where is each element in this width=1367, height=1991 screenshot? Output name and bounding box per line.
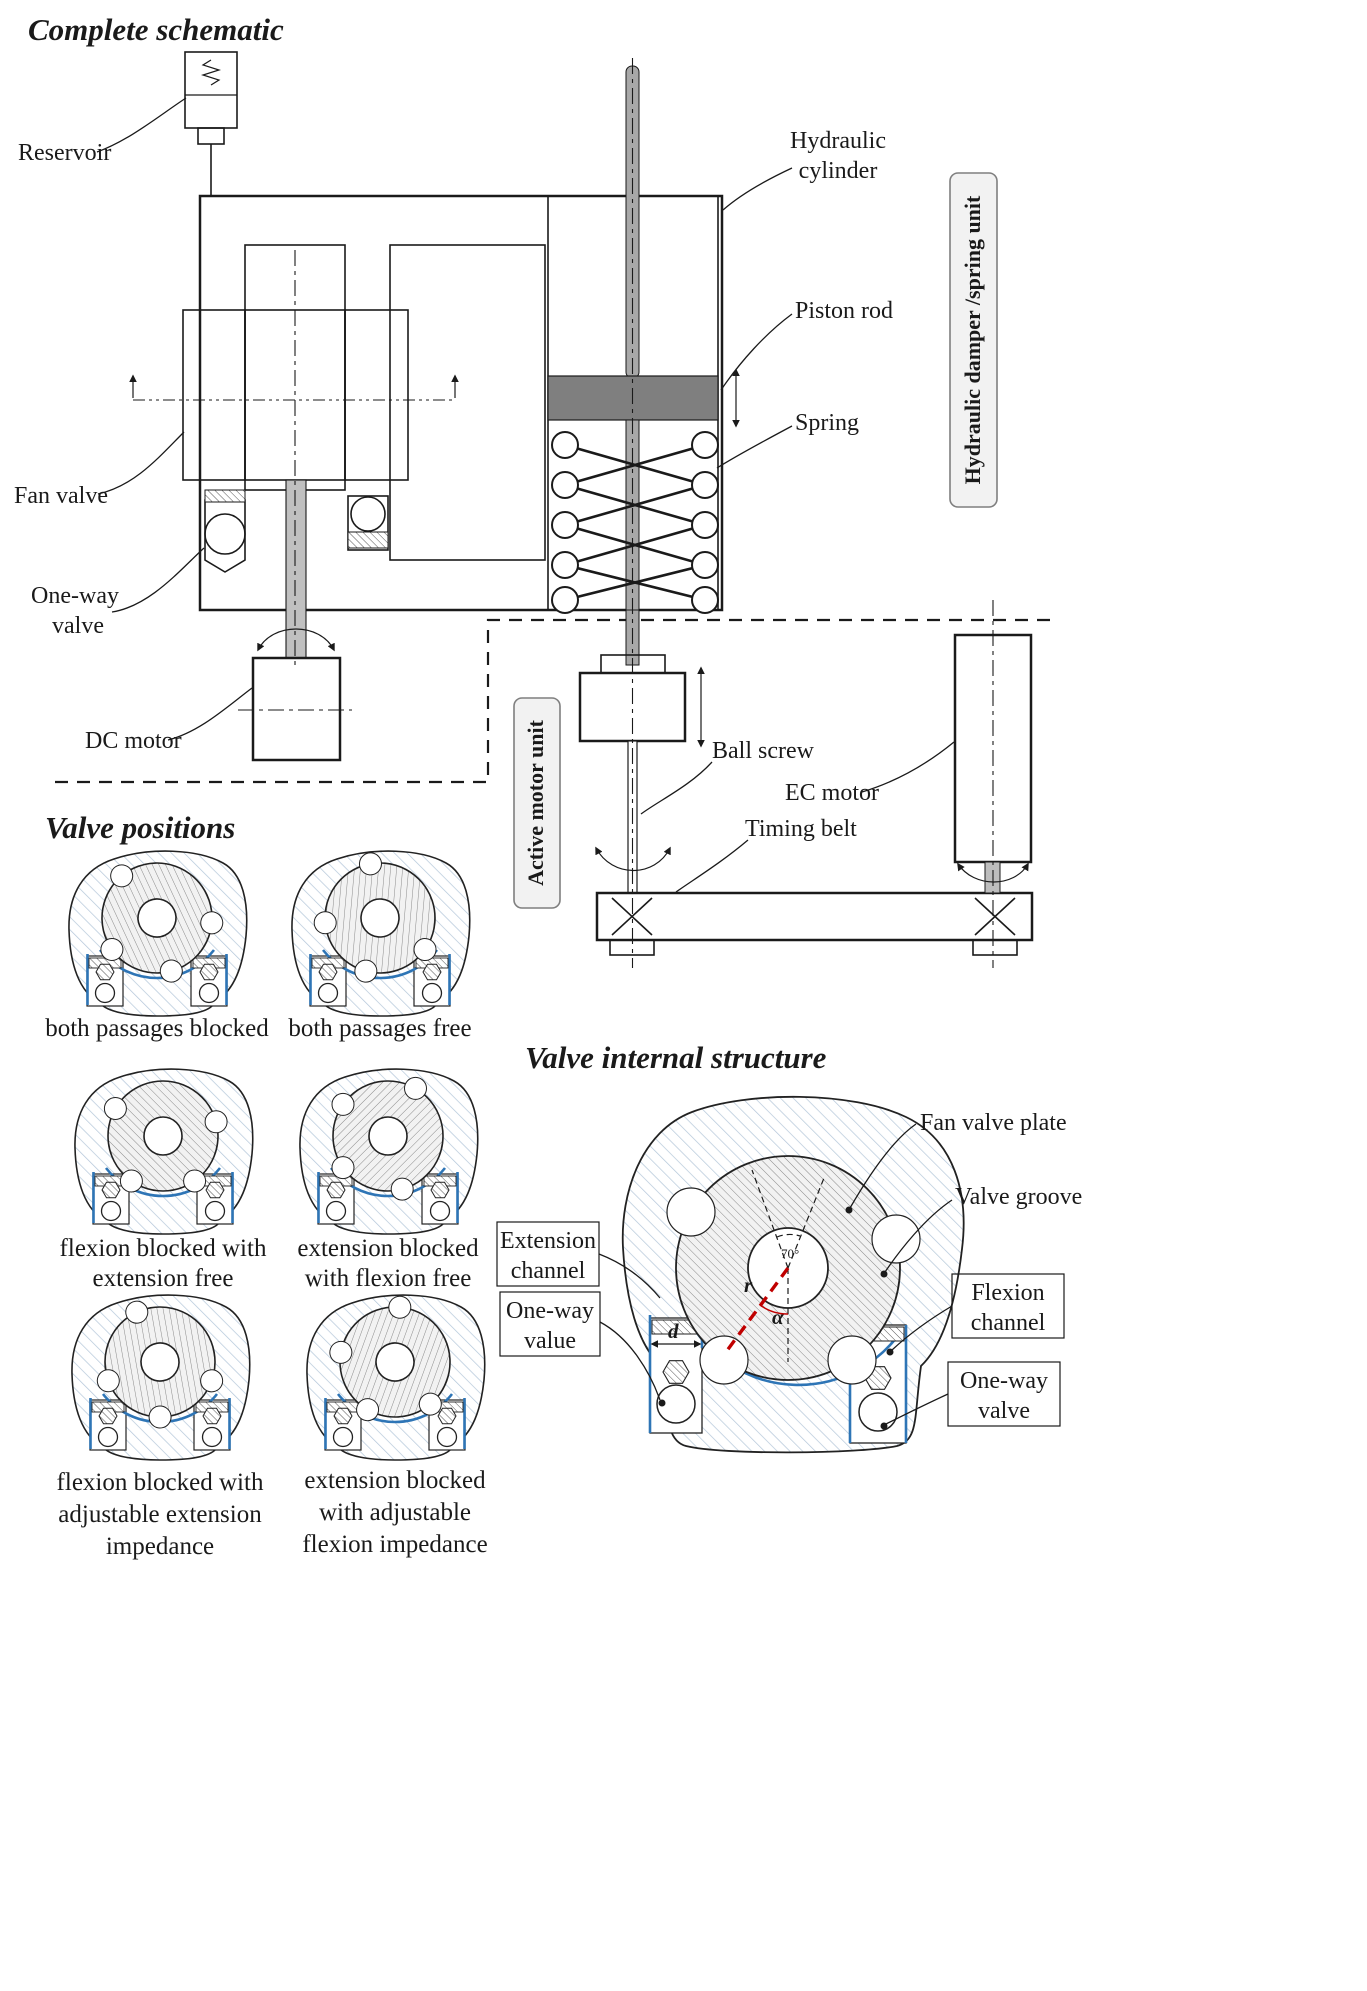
label-ball-screw: Ball screw: [712, 738, 815, 764]
caption-valve-3-1: flexion blocked with: [60, 1235, 267, 1262]
label-spring: Spring: [795, 410, 859, 436]
label-piston-rod: Piston rod: [795, 298, 893, 324]
leader-one-way-value: [599, 1321, 661, 1401]
unit-boundary-dashed: [55, 618, 1055, 784]
dim-r-label: r: [744, 1273, 753, 1297]
one-way-valve-right: [347, 495, 389, 551]
timing-belt-assembly: [595, 891, 1034, 956]
caption-valve-6-1: extension blocked: [304, 1467, 486, 1494]
caption-valve-6-3: flexion impedance: [302, 1531, 487, 1558]
label-one-way-valve-right-1: One-way: [960, 1368, 1048, 1394]
fan-valve-block: [182, 250, 409, 668]
dim-alpha-label: α: [772, 1305, 784, 1329]
label-timing-belt: Timing belt: [745, 816, 857, 842]
caption-valve-5-2: adjustable extension: [58, 1501, 262, 1528]
label-one-way-value-2: value: [524, 1328, 576, 1354]
leader-timing-belt: [675, 839, 749, 893]
title-complete-schematic: Complete schematic: [28, 12, 284, 47]
caption-valve-6-2: with adjustable: [319, 1499, 471, 1526]
one-way-valve-left: [204, 489, 246, 573]
caption-valve-1: both passages blocked: [45, 1015, 269, 1042]
valve-position-3: flexion blocked with extension free: [60, 1067, 267, 1292]
label-flexion-channel-1: Flexion: [971, 1280, 1044, 1306]
reservoir: [184, 51, 238, 197]
leader-reservoir: [96, 97, 187, 153]
hydraulic-damper-unit-label: Hydraulic damper /spring unit: [960, 195, 985, 484]
caption-valve-3-2: extension free: [93, 1265, 234, 1292]
angle-70-label: 70°: [781, 1246, 799, 1261]
leader-fan-valve: [97, 431, 185, 495]
label-one-way-valve-1: One-way: [31, 583, 119, 609]
label-extension-channel-1: Extension: [500, 1228, 596, 1254]
label-valve-groove: Valve groove: [955, 1184, 1082, 1210]
title-valve-internal-structure: Valve internal structure: [525, 1040, 827, 1075]
ec-motor: [953, 600, 1033, 968]
dim-d-label: d: [668, 1319, 679, 1343]
label-one-way-value-1: One-way: [506, 1298, 594, 1324]
leader-one-way-valve: [111, 547, 205, 613]
label-reservoir: Reservoir: [18, 140, 111, 166]
label-hydraulic-cylinder-1: Hydraulic: [790, 128, 886, 154]
spring-coil: [551, 431, 719, 614]
title-valve-positions: Valve positions: [45, 810, 235, 845]
hydraulic-damper-unit-tag: Hydraulic damper /spring unit: [949, 172, 998, 508]
caption-valve-5-1: flexion blocked with: [57, 1469, 264, 1496]
active-motor-unit-tag: Active motor unit: [513, 697, 561, 909]
ball-screw-assembly: [578, 58, 705, 968]
leader-spring: [716, 425, 793, 469]
caption-valve-2: both passages free: [288, 1015, 471, 1042]
valve-position-1: both passages blocked: [45, 845, 269, 1042]
valve-position-6: extension blocked with adjustable flexio…: [302, 1284, 488, 1558]
leader-piston-rod: [720, 313, 793, 391]
section-line: [129, 374, 459, 401]
active-motor-unit-label: Active motor unit: [523, 719, 548, 885]
label-extension-channel-2: channel: [511, 1258, 586, 1284]
valve-position-4: extension blocked with flexion free: [297, 1067, 479, 1292]
label-dc-motor: DC motor: [85, 728, 182, 754]
valve-position-2: both passages free: [288, 836, 472, 1042]
leader-hydraulic-cylinder: [722, 167, 793, 211]
caption-valve-4-1: extension blocked: [297, 1235, 479, 1262]
label-flexion-channel-2: channel: [971, 1310, 1046, 1336]
leader-ball-screw: [640, 761, 713, 815]
label-fan-valve-plate: Fan valve plate: [920, 1110, 1067, 1136]
caption-valve-5-3: impedance: [106, 1533, 214, 1560]
leader-fan-valve-plate: [849, 1123, 917, 1209]
label-one-way-valve-2: valve: [52, 613, 104, 639]
leader-dc-motor: [167, 687, 253, 741]
caption-valve-4-2: with flexion free: [305, 1265, 472, 1292]
valve-internal-structure: 70° r α d Fan valve plate Valve groove E…: [496, 1095, 1082, 1454]
label-ec-motor: EC motor: [785, 780, 879, 806]
label-hydraulic-cylinder-2: cylinder: [799, 158, 878, 184]
leader-flexion-channel: [891, 1305, 953, 1351]
label-one-way-valve-right-2: valve: [978, 1398, 1030, 1424]
dc-motor: [238, 628, 352, 762]
leader-one-way-valve-right: [885, 1393, 949, 1425]
leader-ec-motor: [861, 741, 955, 793]
label-fan-valve: Fan valve: [14, 483, 108, 509]
leader-extension-channel: [598, 1253, 661, 1299]
leader-valve-groove: [884, 1199, 953, 1273]
valve-position-5: flexion blocked with adjustable extensio…: [57, 1282, 264, 1560]
